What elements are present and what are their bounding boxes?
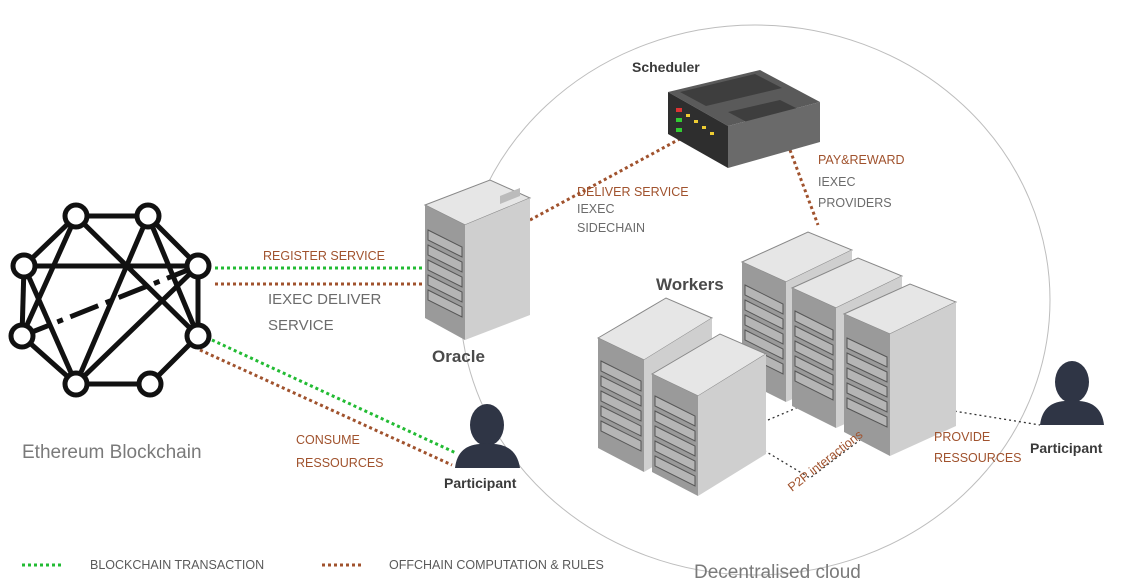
connections: [199, 126, 1041, 479]
consume-resources-line1: CONSUME: [296, 433, 360, 447]
participant-left-label: Participant: [444, 475, 517, 491]
legend: BLOCKCHAIN TRANSACTION OFFCHAIN COMPUTAT…: [22, 558, 604, 572]
green-line-consume: [211, 338, 457, 455]
scheduler-server-icon: [668, 70, 820, 168]
consume-resources-line2: RESSOURCES: [296, 456, 384, 470]
p2p-interactions-label: P2P interactions: [785, 427, 865, 494]
provide-resources-line2: RESSOURCES: [934, 451, 1022, 465]
legend-offchain-computation: OFFCHAIN COMPUTATION & RULES: [389, 558, 604, 572]
brown-line-consume: [199, 348, 453, 467]
iexec-providers-line2: PROVIDERS: [818, 196, 892, 210]
p2p-line-2: [759, 439, 861, 479]
register-service-label: REGISTER SERVICE: [263, 249, 385, 263]
iexec-deliver-service-line1: IEXEC DELIVER: [268, 291, 382, 308]
iexec-providers-line1: IEXEC: [818, 175, 856, 189]
workers-label: Workers: [656, 275, 724, 294]
cloud-label: Decentralised cloud: [694, 562, 861, 581]
iexec-deliver-service-line2: SERVICE: [268, 317, 334, 334]
participant-right-label: Participant: [1030, 440, 1103, 456]
worker-server-icon: [842, 283, 958, 456]
deliver-service-label: DELIVER SERVICE: [577, 185, 689, 199]
oracle-server-icon: [423, 179, 532, 340]
ethereum-label: Ethereum Blockchain: [22, 442, 202, 463]
oracle-label: Oracle: [432, 347, 485, 366]
brown-line-sidechain: [529, 126, 701, 222]
worker-servers: [596, 231, 958, 496]
worker-server-icon: [650, 333, 768, 496]
provide-resources-line1: PROVIDE: [934, 430, 990, 444]
participant-right-icon: [1040, 361, 1104, 425]
participant-left-icon: [455, 404, 520, 468]
scheduler-label: Scheduler: [632, 59, 700, 75]
brown-line-providers: [788, 149, 820, 226]
ethereum-network-icon: [8, 202, 212, 398]
legend-blockchain-transaction: BLOCKCHAIN TRANSACTION: [90, 558, 264, 572]
pay-reward-label: PAY&REWARD: [818, 153, 905, 167]
iexec-sidechain-line2: SIDECHAIN: [577, 221, 645, 235]
iexec-sidechain-line1: IEXEC: [577, 202, 615, 216]
